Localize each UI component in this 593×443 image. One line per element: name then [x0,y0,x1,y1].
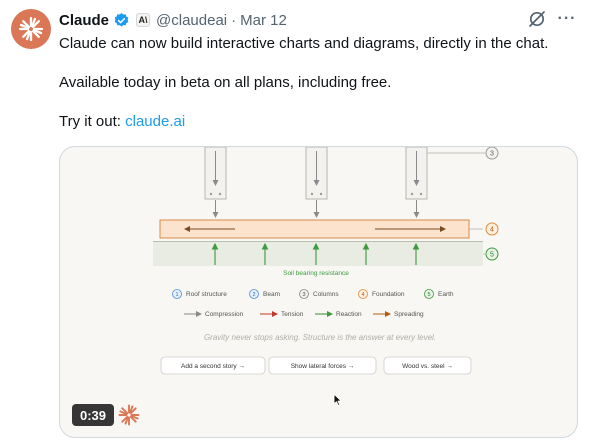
video-media[interactable]: 3 4 5 Soil bearing resistance 1 Roof str… [59,146,578,438]
component-legend: 1 Roof structure 2 Beam 3 Columns 4 Foun… [172,289,454,299]
video-duration[interactable]: 0:39 [72,404,114,426]
show-lateral-forces-button[interactable]: Show lateral forces → [268,356,377,375]
grok-icon[interactable] [527,9,547,29]
legend-num-4: 4 [361,292,364,298]
soil-label: Soil bearing resistance [283,270,349,277]
try-it-prefix: Try it out: [59,113,126,130]
callout-4: 4 [490,227,494,234]
reaction-arrows [211,242,420,265]
force-legend: Compression Tension Reaction Spreading [184,311,424,318]
header-actions: ··· [527,9,577,29]
callout-5: 5 [490,252,494,259]
legend-num-5: 5 [427,292,430,298]
wood-vs-steel-label: Wood vs. steel → [402,363,453,370]
mouse-cursor-icon [333,393,343,407]
verified-badge-icon[interactable] [113,12,130,29]
structure-diagram: 3 4 5 Soil bearing resistance 1 Roof str… [153,147,499,375]
tweet-text-line-1: Claude can now build interactive charts … [59,35,549,52]
legend-label-roof: Roof structure [186,291,227,298]
more-options-icon[interactable]: ··· [557,10,577,27]
column-1 [204,147,227,218]
column-2 [305,147,328,218]
column-3 [405,147,428,218]
claude-logo-icon [118,404,140,426]
claude-ai-link[interactable]: claude.ai [125,113,186,130]
author-name[interactable]: Claude [59,11,110,29]
tweet-date[interactable]: Mar 12 [240,11,287,29]
legend-num-2: 2 [252,292,255,298]
claude-logo-icon [18,16,44,42]
separator-dot: · [231,11,237,29]
affiliate-badge[interactable]: A\ [136,13,151,27]
callout-3: 3 [490,151,494,158]
force-label-tension: Tension [281,311,304,318]
author-handle[interactable]: @claudeai [156,11,228,29]
tweet-text-line-3: Try it out: claude.ai [59,112,579,132]
legend-label-beam: Beam [263,291,280,298]
legend-label-foundation: Foundation [372,291,405,298]
tweet-text-line-2: Available today in beta on all plans, in… [59,74,392,91]
force-label-compression: Compression [205,311,244,318]
show-lateral-forces-label: Show lateral forces → [291,363,355,370]
tweet-header: Claude A\ @claudeai · Mar 12 [59,10,287,30]
legend-label-earth: Earth [438,291,454,298]
avatar[interactable] [11,9,51,49]
force-label-spreading: Spreading [394,311,424,318]
add-second-story-button[interactable]: Add a second story → [160,356,266,375]
legend-label-columns: Columns [313,291,339,298]
wood-vs-steel-button[interactable]: Wood vs. steel → [383,356,472,375]
tweet-text: Claude can now build interactive charts … [59,34,579,132]
force-label-reaction: Reaction [336,311,362,318]
legend-num-1: 1 [175,292,178,298]
earth-band [153,241,483,266]
diagram-caption: Gravity never stops asking. Structure is… [204,333,436,342]
add-second-story-label: Add a second story → [181,363,245,370]
legend-num-3: 3 [302,292,305,298]
